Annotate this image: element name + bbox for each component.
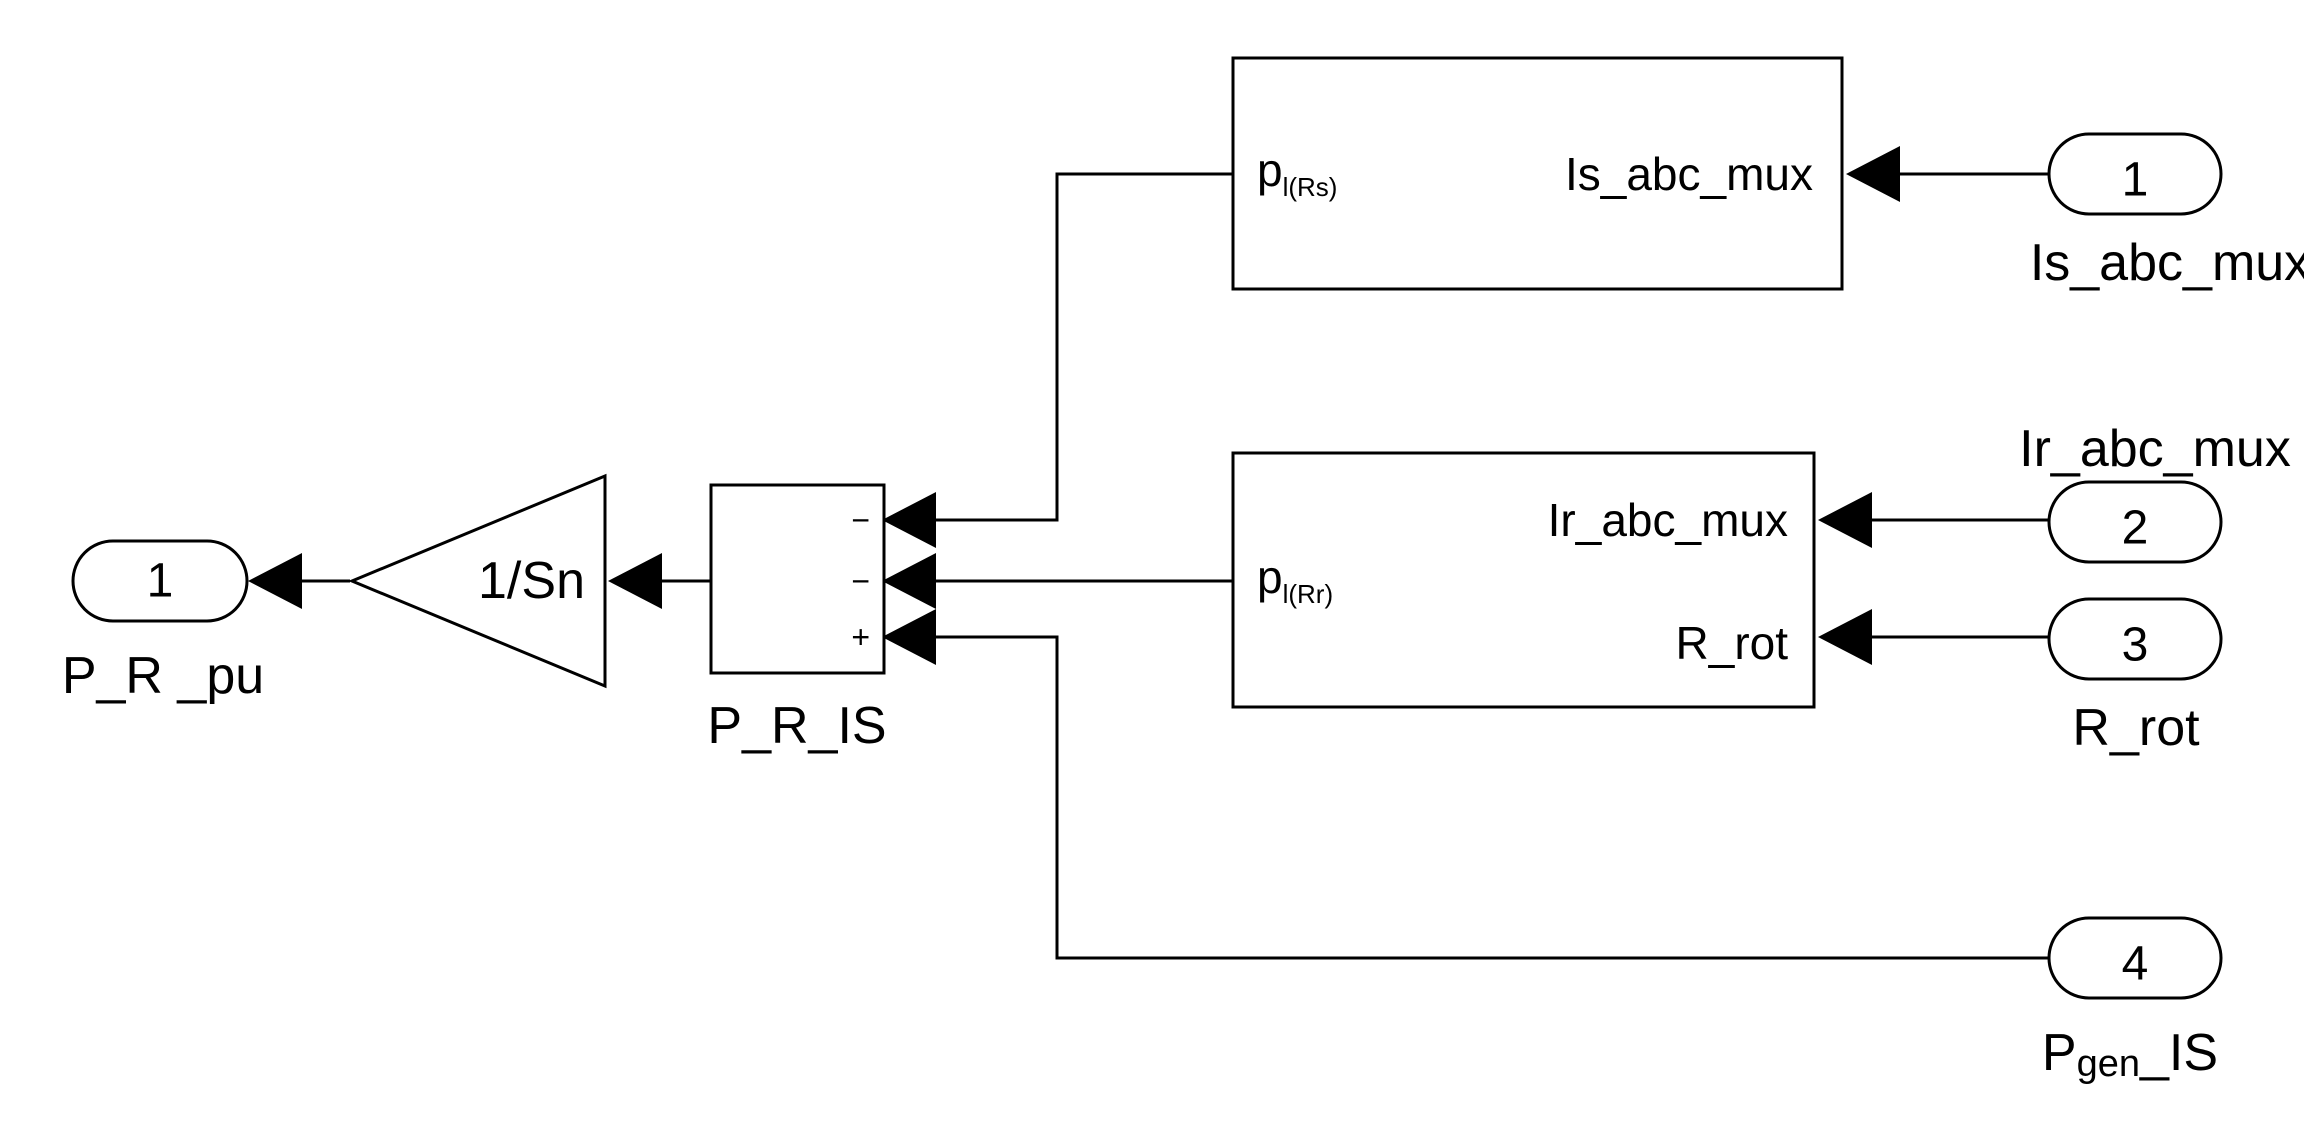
rr-block-input-label-1: Ir_abc_mux [1548, 494, 1788, 546]
sum-box[interactable] [709, 483, 886, 675]
arrow-into-sum-1 [882, 492, 936, 548]
inport-3-shape[interactable] [2047, 597, 2223, 681]
sum-sign-2: − [851, 563, 870, 599]
inport-1-name: Is_abc_mux [2030, 234, 2304, 292]
outport-name: P_R _pu [62, 647, 264, 705]
inport-2-shape[interactable] [2047, 480, 2223, 564]
inport-2-number: 2 [2122, 502, 2149, 555]
arrow-into-rr-block-2 [1818, 609, 1872, 665]
gain-triangle[interactable] [348, 473, 607, 689]
arrow-into-sum-2 [882, 553, 936, 609]
signal-lines [290, 172, 2048, 960]
sum-sign-3: + [851, 619, 870, 655]
inport-4-name-main: P [2042, 1024, 2077, 1082]
inport-3-name: R_rot [2072, 699, 2200, 757]
rs-block-input-label: Is_abc_mux [1565, 148, 1813, 200]
gain-label: 1/Sn [478, 552, 585, 610]
inport-4-pgen-is[interactable]: 4 Pgen_IS [2042, 916, 2223, 1085]
arrow-into-outport [248, 553, 302, 609]
inport-4-name: Pgen_IS [2042, 1024, 2218, 1085]
inport-2-name: Ir_abc_mux [2019, 420, 2291, 478]
inport-2-ir-abc-mux[interactable]: Ir_abc_mux 2 [2019, 420, 2291, 564]
rr-subsystem-block[interactable]: pl(Rr) Ir_abc_mux R_rot [1231, 451, 1816, 709]
wire-pgen-to-sum[interactable] [925, 635, 2048, 960]
outport-number: 1 [147, 555, 174, 608]
sum-block[interactable]: − − + P_R_IS [707, 483, 887, 755]
outport-shape[interactable] [71, 539, 249, 623]
inport-4-name-rest: _IS [2139, 1024, 2218, 1082]
rs-subsystem-block[interactable]: pl(Rs) Is_abc_mux [1231, 56, 1844, 291]
rs-block-output-label: pl(Rs) [1257, 144, 1337, 202]
inport-1-number: 1 [2122, 154, 2149, 207]
arrow-into-rs-block [1846, 146, 1900, 202]
rs-output-label-sub: l(Rs) [1283, 172, 1338, 202]
inport-4-shape[interactable] [2047, 916, 2223, 1000]
sum-sign-1: − [851, 502, 870, 538]
inport-4-number: 4 [2122, 938, 2149, 991]
inport-1-shape[interactable] [2047, 132, 2223, 216]
gain-block[interactable]: 1/Sn [348, 473, 607, 689]
sum-name: P_R_IS [707, 697, 886, 755]
arrow-into-sum-3 [882, 609, 936, 665]
rr-block-input-label-2: R_rot [1676, 617, 1789, 669]
wire-prs-to-sum[interactable] [925, 172, 1233, 522]
rr-output-label-main: p [1257, 551, 1283, 603]
arrowheads [248, 146, 1900, 665]
rs-block-box[interactable] [1231, 56, 1844, 291]
arrow-into-gain [608, 553, 662, 609]
outport-p-r-pu[interactable]: 1 P_R _pu [62, 539, 264, 705]
arrow-into-rr-block-1 [1818, 492, 1872, 548]
inport-3-number: 3 [2122, 619, 2149, 672]
inport-3-r-rot[interactable]: 3 R_rot [2047, 597, 2223, 757]
rr-output-label-sub: l(Rr) [1283, 579, 1334, 609]
rr-block-output-label: pl(Rr) [1257, 551, 1333, 609]
rs-output-label-main: p [1257, 144, 1283, 196]
inport-4-name-sub: gen [2077, 1043, 2140, 1085]
inport-1-is-abc-mux[interactable]: 1 Is_abc_mux [2030, 132, 2304, 292]
rr-block-box[interactable] [1231, 451, 1816, 709]
